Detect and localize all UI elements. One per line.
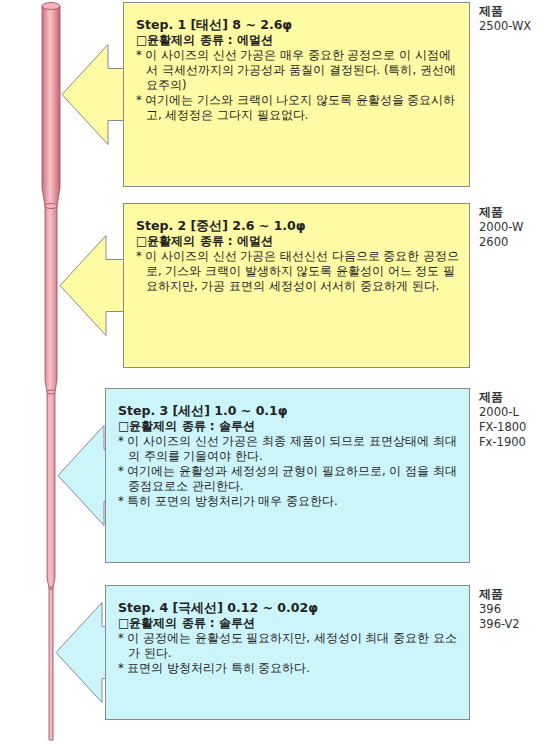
- step-heading: Step. 2 [중선] 2.6 ~ 1.0φ: [136, 217, 459, 234]
- block-arrow: [60, 236, 125, 336]
- note-text: * 특히 포면의 방청처리가 매우 중요한다.: [118, 494, 459, 509]
- product-name: 396-V2: [479, 617, 520, 631]
- product-name: 2000-L: [479, 405, 519, 419]
- note-text: * 이 사이즈의 신선 가공은 태선신선 다음으로 중요한 공정으로, 기스와 …: [136, 249, 459, 294]
- callout-box: Step. 3 [세선] 1.0 ~ 0.1φ□윤활제의 종류 : 솔루션* 이…: [105, 388, 470, 563]
- block-arrow: [58, 426, 107, 526]
- product-name: 2600: [479, 235, 508, 249]
- lubricant-type: □윤활제의 종류 : 솔루션: [118, 616, 459, 631]
- note-text: * 이 공정에는 윤활성도 필요하지만, 세정성이 최대 중요한 요소가 된다.: [118, 631, 459, 661]
- block-arrow: [56, 603, 107, 703]
- product-heading: 제품: [479, 205, 503, 219]
- lubricant-type: □윤활제의 종류 : 솔루션: [118, 419, 459, 434]
- product-name: Fx-1900: [479, 435, 526, 449]
- wire-end: [42, 3, 60, 10]
- note-text: * 여기에는 기스와 크랙이 나오지 않도록 윤활성을 중요시하고, 세정정은 …: [136, 93, 459, 123]
- product-name: 396: [479, 602, 501, 616]
- wire-step: [47, 390, 55, 394]
- note-text: * 표면의 방청처리가 특히 중요하다.: [118, 661, 459, 676]
- block-arrow: [62, 45, 125, 145]
- step-heading: Step. 4 [극세선] 0.12 ~ 0.02φ: [118, 599, 459, 616]
- product-heading: 제품: [479, 390, 503, 404]
- wire-body: [42, 6, 60, 740]
- note-text: * 이 사이즈의 신선 가공은 최종 제품이 되므로 표면상태에 최대의 주의를…: [118, 434, 459, 464]
- product-name: 2500-WX: [479, 19, 531, 33]
- wire-step: [45, 204, 57, 209]
- step-heading: Step. 3 [세선] 1.0 ~ 0.1φ: [118, 402, 459, 419]
- product-name: FX-1800: [479, 420, 526, 434]
- lubricant-type: □윤활제의 종류 : 에멀션: [136, 33, 459, 48]
- lubricant-type: □윤활제의 종류 : 에멀션: [136, 234, 459, 249]
- callout-box: Step. 1 [태선] 8 ~ 2.6φ□윤활제의 종류 : 에멀션* 이 사…: [123, 2, 470, 187]
- product-name: 2000-W: [479, 220, 523, 234]
- note-text: * 이 사이즈의 신선 가공은 매우 중요한 공정으로 이 시점에서 극세선까지…: [136, 48, 459, 93]
- product-heading: 제품: [479, 587, 503, 601]
- note-text: * 여기에는 윤활성과 세정성의 균형이 필요하므로, 이 점을 최대 중점요로…: [118, 464, 459, 494]
- callout-box: Step. 2 [중선] 2.6 ~ 1.0φ□윤활제의 종류 : 에멀션* 이…: [123, 203, 470, 368]
- step-heading: Step. 1 [태선] 8 ~ 2.6φ: [136, 16, 459, 33]
- callout-box: Step. 4 [극세선] 0.12 ~ 0.02φ□윤활제의 종류 : 솔루션…: [105, 585, 470, 720]
- product-heading: 제품: [479, 4, 503, 18]
- wire-step: [49, 587, 53, 589]
